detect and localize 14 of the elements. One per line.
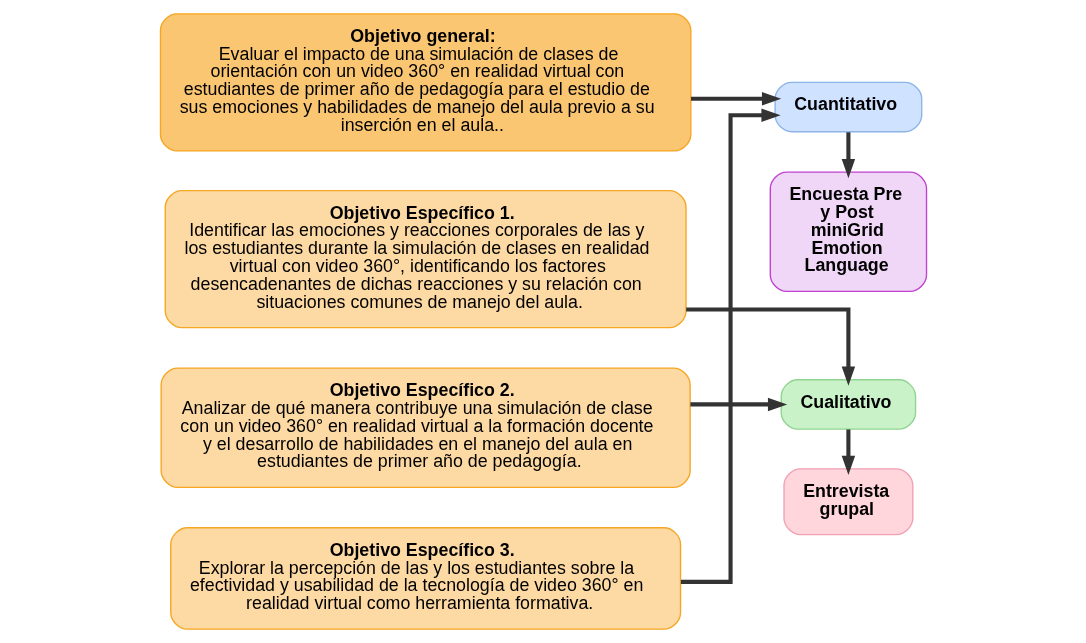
node-box: Objetivo general: Evaluar el impacto de una simulación de clases de orientación con un video 360° en realidad virtual con estudiantes de primer año de pedagogía para el estudio de sus emociones y habilidades de manejo del aula previo a su inserción en el aula.. xyxy=(159,13,691,152)
node-box: Entrevista grupal xyxy=(782,468,913,536)
node-box: Objetivo Específico 3. Explorar la percepción de las y los estudiantes sobre la efectividad y usabilidad de la tecnología de video 360° en realidad virtual como herramienta formativa. xyxy=(169,527,681,630)
arrow xyxy=(841,132,855,179)
arrow xyxy=(680,108,781,584)
arrow xyxy=(841,429,855,475)
node-box: Objetivo Específico 1. Identificar las emociones y reacciones corporales de las y los estudiantes durante la simulación de clases en realidad virtual con video 360°, identificando los factores desencadenantes de dichas reacciones y su relación con situaciones comunes de manejo del aula. xyxy=(164,189,687,329)
node-box: Objetivo Específico 2. Analizar de qué manera contribuye una simulación de clase con un video 360° en realidad virtual a la formación docente y el desarrollo de habilidades en el manejo del aula en estudiantes de primer año de pedagogía. xyxy=(160,367,691,488)
arrow xyxy=(685,307,855,386)
node-box: Encuesta Pre y Post miniGrid Emotion Language xyxy=(769,171,927,293)
node-box: Cuantitativo xyxy=(773,81,922,133)
node-box: Cualitativo xyxy=(780,379,916,430)
arrow xyxy=(689,397,787,412)
arrow xyxy=(690,92,781,106)
